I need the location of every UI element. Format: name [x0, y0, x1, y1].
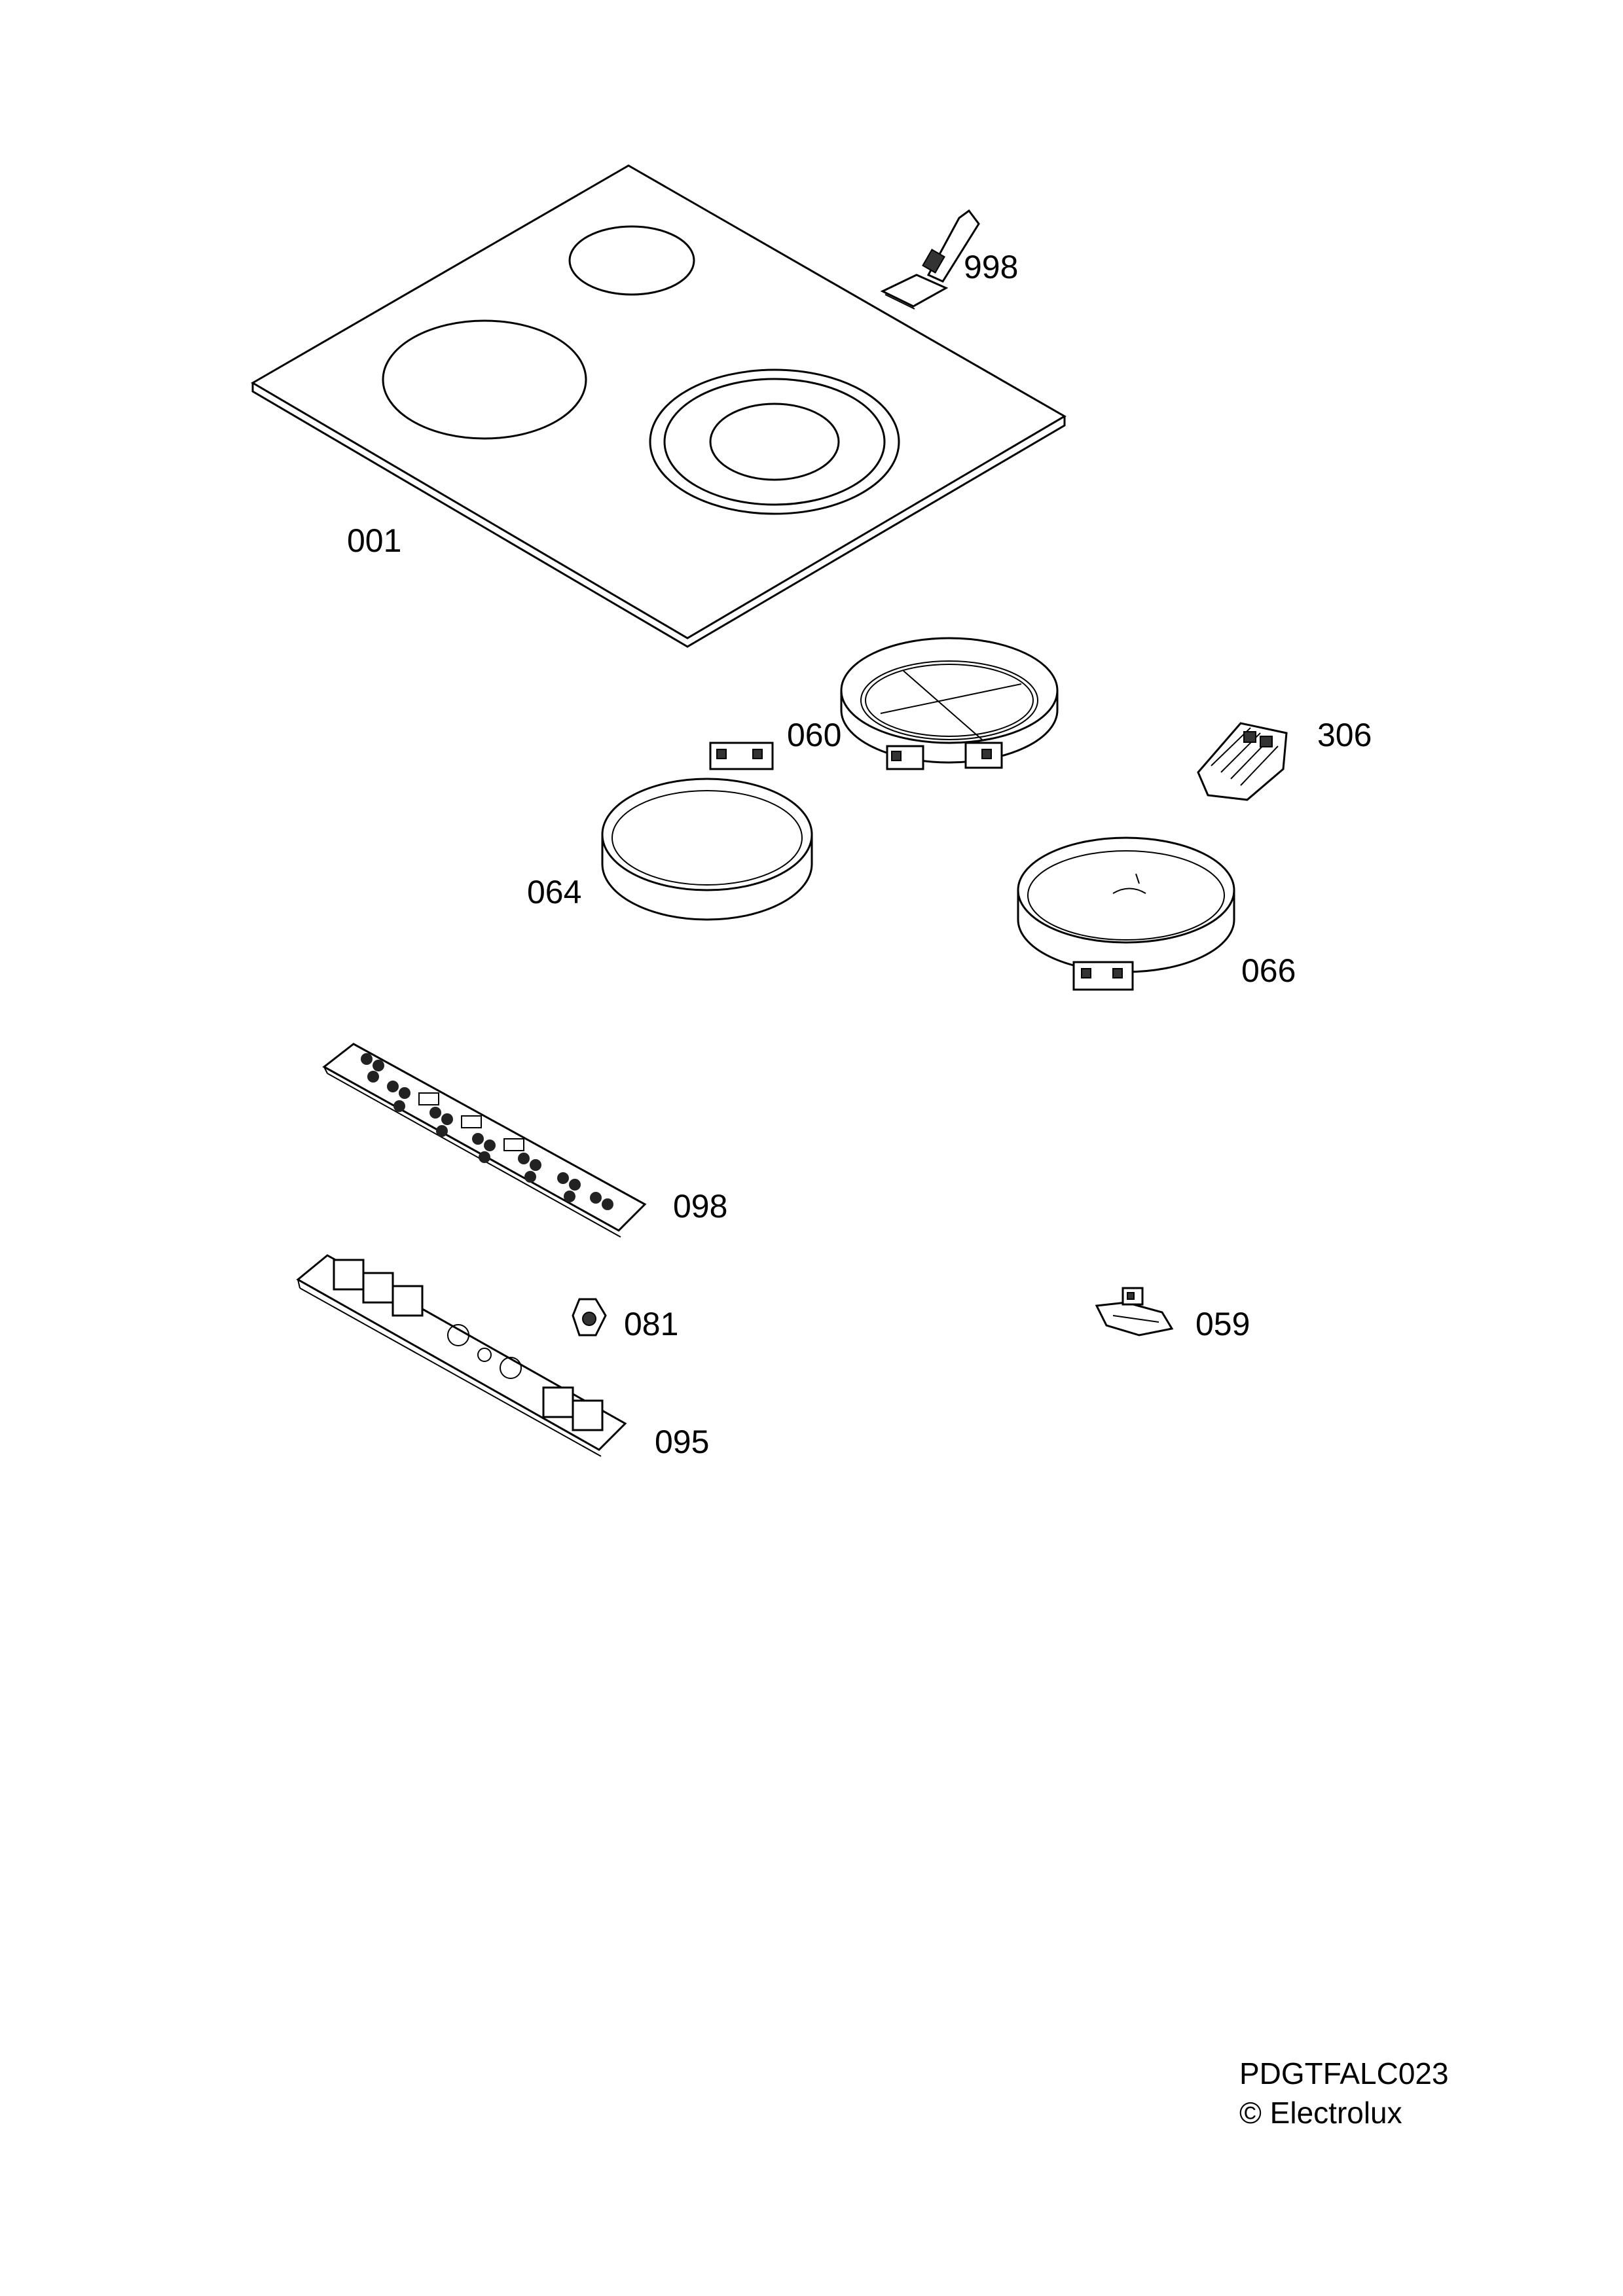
label-001: 001: [347, 522, 401, 559]
knob-part: [572, 1298, 607, 1336]
radiant-element-064-part: [601, 742, 813, 921]
copyright-notice: © Electrolux: [1239, 2096, 1402, 2130]
label-998: 998: [964, 249, 1018, 285]
label-066: 066: [1241, 952, 1296, 989]
radiant-element-066-part: [1017, 836, 1235, 991]
radiant-element-060-part: [840, 637, 1059, 770]
power-board-part: [296, 1254, 627, 1457]
label-081: 081: [624, 1306, 678, 1342]
terminal-block-part: [1197, 722, 1288, 801]
label-059: 059: [1195, 1306, 1250, 1342]
sensor-part: [1095, 1287, 1174, 1336]
glass-cooktop-part: [251, 164, 1067, 648]
drawing-code: PDGTFALC023: [1239, 2056, 1449, 2090]
scraper-part: [880, 209, 980, 310]
touch-board-part: [322, 1043, 647, 1238]
label-098: 098: [673, 1188, 727, 1225]
label-060: 060: [787, 717, 841, 753]
label-064: 064: [527, 874, 581, 910]
label-306: 306: [1317, 717, 1372, 753]
label-095: 095: [655, 1424, 709, 1460]
